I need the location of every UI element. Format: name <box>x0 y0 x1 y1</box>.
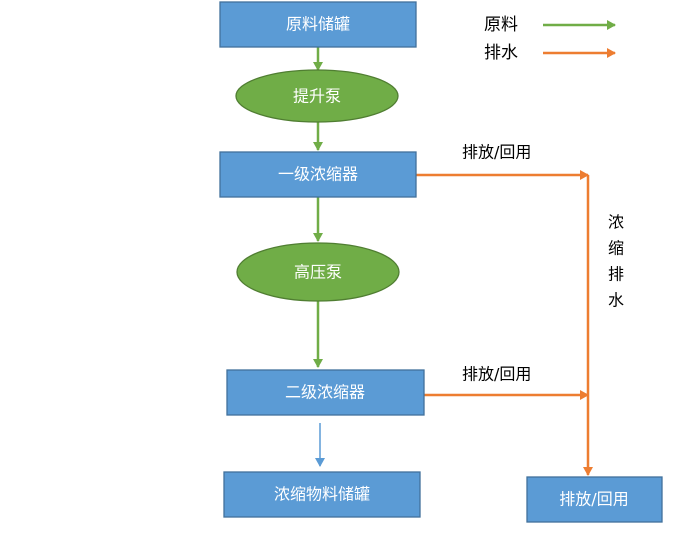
stage1-concentrator-node: 一级浓缩器 <box>219 151 417 198</box>
legend-drain-label: 排水 <box>484 43 518 63</box>
raw-tank-node: 原料储罐 <box>219 1 417 48</box>
stage1-concentrator-label: 一级浓缩器 <box>278 165 358 184</box>
vertical-label-char: 浓 <box>608 213 624 232</box>
lift-pump-label: 提升泵 <box>293 87 341 106</box>
concentrate-discharge-vertical-label: 浓 缩 排 水 <box>608 213 624 310</box>
raw-tank-label: 原料储罐 <box>286 15 350 34</box>
stage2-concentrator-label: 二级浓缩器 <box>285 383 365 402</box>
stage2-concentrator-node: 二级浓缩器 <box>226 369 425 416</box>
legend-raw-label: 原料 <box>484 15 518 35</box>
discharge-node: 排放/回用 <box>526 476 663 523</box>
product-tank-label: 浓缩物料储罐 <box>274 485 370 504</box>
discharge-label-stage2: 排放/回用 <box>462 365 531 384</box>
discharge-label-stage1: 排放/回用 <box>462 143 531 162</box>
vertical-label-char: 水 <box>608 291 624 310</box>
discharge-node-label: 排放/回用 <box>559 490 628 509</box>
vertical-label-char: 缩 <box>608 239 624 258</box>
legend: 原料 排水 <box>484 15 616 63</box>
vertical-label-char: 排 <box>608 265 624 284</box>
hp-pump-label: 高压泵 <box>294 263 342 282</box>
lift-pump-node: 提升泵 <box>235 69 399 123</box>
hp-pump-node: 高压泵 <box>236 242 400 302</box>
product-tank-node: 浓缩物料储罐 <box>223 471 421 518</box>
